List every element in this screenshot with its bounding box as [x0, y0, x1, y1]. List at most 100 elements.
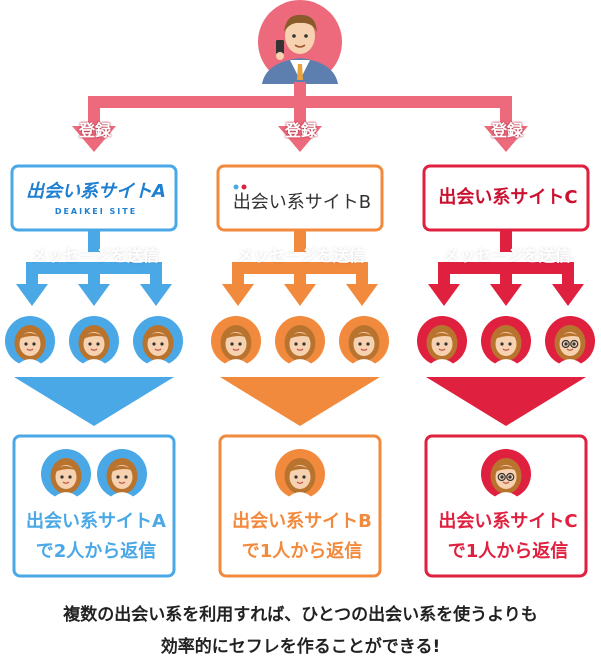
message-arrow: [284, 284, 316, 306]
message-arrow: [428, 284, 460, 306]
eye: [96, 342, 100, 346]
eye: [32, 342, 36, 346]
face: [55, 465, 77, 489]
shoulders: [556, 359, 584, 366]
shoulders: [350, 359, 378, 366]
register-label-a: 登録: [78, 121, 111, 140]
message-arrow: [222, 284, 254, 306]
message-arrow-shaft: [88, 262, 100, 286]
mouth: [232, 348, 240, 351]
site-column-a: [5, 164, 183, 578]
mouth: [118, 481, 126, 484]
face: [285, 18, 315, 54]
message-label-b: メッセージを送信: [237, 246, 365, 265]
eye: [500, 475, 504, 479]
result-funnel-arrow: [426, 377, 586, 426]
bangs: [54, 465, 78, 472]
result-box: [424, 434, 588, 578]
caption-line2: 効率的にセフレを作ることができる!: [160, 637, 441, 657]
eye: [60, 475, 64, 479]
glasses-lens: [561, 339, 570, 349]
face: [353, 332, 375, 356]
glasses-lens: [506, 472, 515, 482]
face: [559, 332, 581, 356]
shoulders: [80, 359, 108, 366]
woman-icon: [275, 316, 325, 366]
site-logo-b: 出会い系サイトB: [232, 192, 372, 213]
register-arrow: [72, 126, 116, 152]
register-label-b: 登録: [284, 121, 317, 140]
result-line2-c: で1人から返信: [447, 541, 569, 562]
bangs: [288, 465, 312, 472]
mouth: [26, 348, 34, 351]
result-line2-a: で2人から返信: [35, 541, 157, 562]
mouth: [296, 481, 304, 484]
eye: [24, 342, 28, 346]
logo-dot: [233, 184, 239, 190]
message-arrow-shaft: [26, 262, 38, 286]
message-arrow-shaft: [232, 262, 244, 286]
result-line1-b: 出会い系サイトB: [232, 511, 372, 532]
message-arrow: [552, 284, 584, 306]
shoulders: [108, 492, 136, 499]
message-label-c: メッセージを送信: [443, 246, 571, 265]
connector-drop: [500, 96, 512, 132]
woman-icon: [133, 316, 183, 366]
face: [495, 332, 517, 356]
face: [225, 332, 247, 356]
smartphone-icon: [276, 40, 284, 54]
bangs: [146, 332, 170, 339]
face: [19, 332, 41, 356]
site-column-c: [417, 164, 595, 578]
message-stem: [500, 230, 512, 252]
bangs: [224, 332, 248, 339]
register-arrow: [484, 126, 528, 152]
message-arrow-shaft: [500, 262, 512, 286]
message-arrow-shaft: [294, 262, 306, 286]
shoulders: [286, 359, 314, 366]
result-funnel-arrow: [220, 377, 380, 426]
message-arrow-shaft: [562, 262, 574, 286]
message-arrow: [490, 284, 522, 306]
eye: [304, 34, 308, 38]
connector-drop: [88, 96, 100, 132]
woman-icon: [97, 449, 147, 499]
message-arrow: [346, 284, 378, 306]
hand: [276, 52, 284, 60]
register-connector: [72, 82, 528, 152]
glasses-lens: [570, 339, 579, 349]
bangs: [494, 465, 518, 472]
mouth: [90, 348, 98, 351]
bangs: [494, 332, 518, 339]
logo-dot: [241, 184, 247, 190]
site-logo-a-sub: DEAIKEI SITE: [54, 207, 138, 216]
register-arrow: [278, 126, 322, 152]
face: [83, 332, 105, 356]
eye: [500, 342, 504, 346]
mouth: [360, 348, 368, 351]
register-label-c: 登録: [490, 121, 523, 140]
glasses-lens: [497, 472, 506, 482]
result-line2-b: で1人から返信: [241, 541, 363, 562]
site-logo-a: 出会い系サイトA: [26, 181, 166, 202]
result-funnel-arrow: [14, 377, 174, 426]
tie: [297, 64, 303, 80]
eye: [294, 342, 298, 346]
message-arrow-shaft: [150, 262, 162, 286]
woman-icon: [69, 316, 119, 366]
message-arrow: [78, 284, 110, 306]
woman-icon: [339, 316, 389, 366]
bangs: [82, 332, 106, 339]
eye: [238, 342, 242, 346]
woman-icon: [5, 316, 55, 366]
mouth: [566, 348, 574, 351]
eye: [116, 475, 120, 479]
message-arrow-shaft: [438, 262, 450, 286]
eye: [230, 342, 234, 346]
man-with-smartphone-icon: [258, 0, 342, 84]
eye: [160, 342, 164, 346]
woman-with-glasses-icon: [481, 449, 531, 499]
mouth: [296, 348, 304, 351]
bangs: [430, 332, 454, 339]
